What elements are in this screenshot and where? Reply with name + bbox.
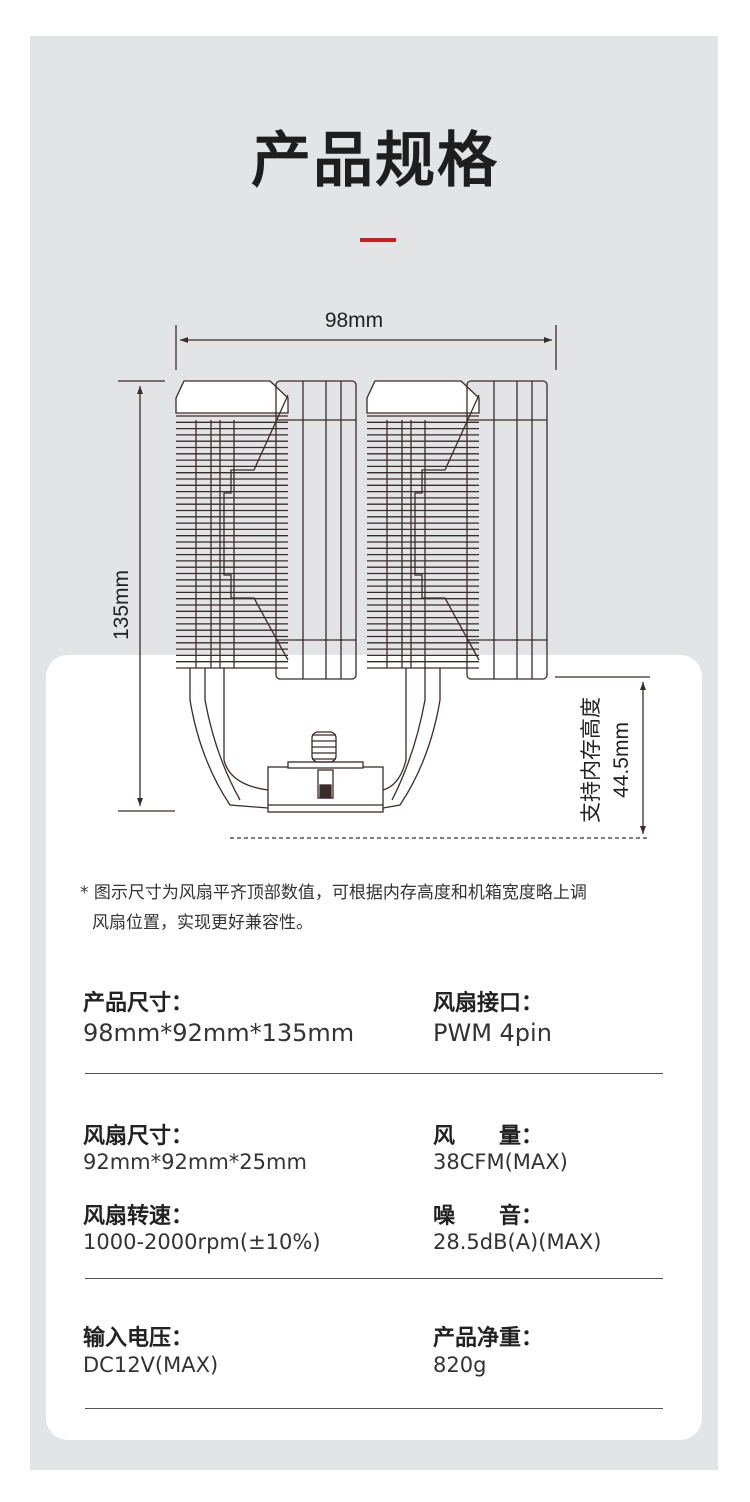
cooler-diagram: 98mm 135mm 支持内存高度 44.5mm bbox=[110, 309, 650, 839]
title-underline bbox=[360, 238, 396, 242]
height-label: 135mm bbox=[110, 570, 133, 640]
heatpipe bbox=[204, 668, 241, 801]
arrow-right-icon bbox=[544, 337, 552, 343]
spring-outline bbox=[311, 731, 337, 763]
divider bbox=[85, 1073, 663, 1074]
heatsink-top-cap bbox=[366, 380, 480, 414]
fan-clip bbox=[223, 394, 289, 661]
note-line-1: * 图示尺寸为风扇平齐顶部数值，可根据内存高度和机箱宽度略上调 bbox=[80, 883, 587, 903]
spring bbox=[312, 734, 336, 760]
arrow-left-icon bbox=[180, 337, 188, 343]
heatpipe bbox=[189, 668, 269, 809]
heatpipe bbox=[382, 668, 407, 791]
arrow-up-icon bbox=[640, 682, 646, 690]
spec-label-airflow: 风 量： bbox=[433, 1124, 544, 1149]
screw-thread bbox=[319, 784, 332, 799]
arrow-down-icon bbox=[640, 826, 646, 834]
spec-label-noise: 噪 音： bbox=[433, 1204, 544, 1229]
spec-value-net-weight: 820g bbox=[433, 1353, 487, 1377]
spec-label-product-size: 产品尺寸： bbox=[83, 991, 194, 1016]
divider bbox=[85, 1278, 663, 1279]
spec-label-input-voltage: 输入电压： bbox=[83, 1326, 194, 1351]
spec-value-noise: 28.5dB(A)(MAX) bbox=[433, 1230, 602, 1254]
fan-clip bbox=[414, 394, 480, 661]
ram-height-label: 支持内存高度 bbox=[580, 697, 603, 823]
spec-value-fan-size: 92mm*92mm*25mm bbox=[83, 1150, 307, 1174]
heatpipe bbox=[223, 668, 269, 791]
ram-height-value: 44.5mm bbox=[610, 722, 633, 798]
divider bbox=[85, 1408, 663, 1409]
spec-label-fan-speed: 风扇转速： bbox=[83, 1204, 194, 1229]
spec-value-product-size: 98mm*92mm*135mm bbox=[83, 1019, 355, 1047]
note-line-2: 风扇位置，实现更好兼容性。 bbox=[92, 913, 313, 933]
fan-frame bbox=[275, 380, 357, 680]
arrow-down-icon bbox=[137, 798, 143, 806]
fan-frame bbox=[466, 380, 548, 680]
spec-label-fan-size: 风扇尺寸： bbox=[83, 1124, 194, 1149]
spec-label-fan-connector: 风扇接口： bbox=[433, 991, 544, 1016]
arrow-up-icon bbox=[137, 386, 143, 394]
page-title: 产品规格 bbox=[251, 126, 499, 196]
mount-plate bbox=[287, 761, 364, 769]
heatpipe bbox=[391, 668, 426, 801]
spec-value-airflow: 38CFM(MAX) bbox=[433, 1150, 568, 1174]
width-label: 98mm bbox=[325, 309, 383, 332]
heatsink-top-cap bbox=[175, 380, 289, 414]
spec-value-fan-speed: 1000-2000rpm(±10%) bbox=[83, 1230, 321, 1254]
spec-value-fan-connector: PWM 4pin bbox=[433, 1019, 552, 1047]
spec-label-net-weight: 产品净重： bbox=[433, 1326, 544, 1351]
heatpipe bbox=[382, 668, 441, 809]
spec-value-input-voltage: DC12V(MAX) bbox=[83, 1353, 219, 1377]
